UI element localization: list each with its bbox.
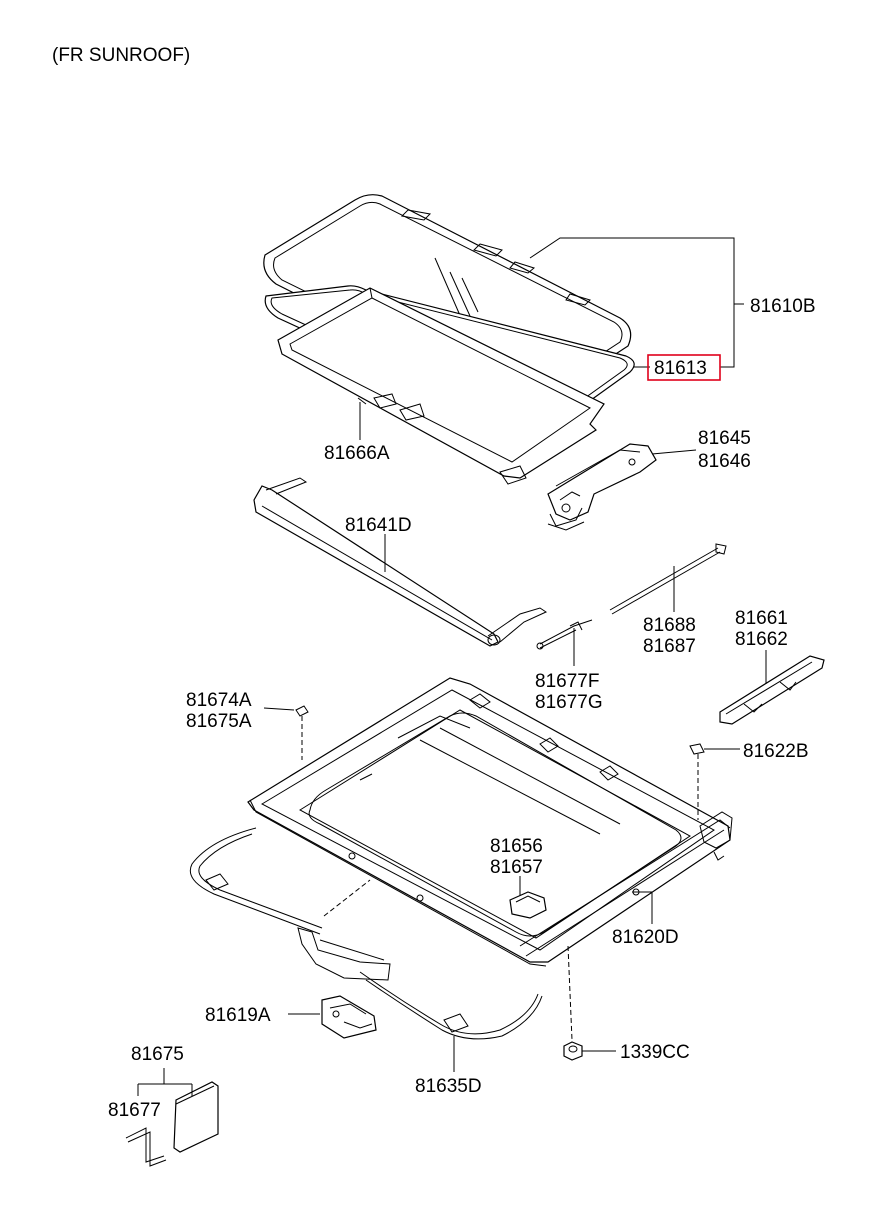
part-label-81675[interactable]: 81675 — [131, 1044, 184, 1065]
part-label-81677[interactable]: 81677 — [108, 1100, 161, 1121]
leader-81674A — [263, 707, 295, 711]
part-label-81620D[interactable]: 81620D — [612, 927, 679, 948]
deflector-drawing — [253, 477, 548, 647]
diagram-title: (FR SUNROOF) — [52, 45, 190, 66]
nut-drawing — [563, 945, 583, 1061]
part-label-81613[interactable]: 81613 — [654, 358, 707, 379]
part-label-81619A[interactable]: 81619A — [205, 1005, 271, 1026]
part-label-81666A[interactable]: 81666A — [324, 443, 390, 464]
sunroof-frame-drawing — [247, 677, 733, 967]
bracket-drawing — [509, 891, 547, 919]
part-label-81661[interactable]: 81661 — [735, 608, 788, 629]
selected-part-highlight — [647, 354, 721, 381]
part-label-81687[interactable]: 81687 — [643, 636, 696, 657]
part-label-81677G[interactable]: 81677G — [535, 692, 603, 713]
part-label-81674A[interactable]: 81674A — [186, 690, 252, 711]
drive-cable-drawing — [536, 543, 727, 650]
leader-81645 — [651, 449, 697, 455]
part-label-81662[interactable]: 81662 — [735, 629, 788, 650]
part-label-1339CC[interactable]: 1339CC — [620, 1042, 690, 1063]
sunshade-frame-drawing — [277, 287, 605, 485]
part-label-81657[interactable]: 81657 — [490, 857, 543, 878]
hinge-drawing — [547, 443, 657, 531]
screw-81674A-drawing — [295, 705, 309, 760]
clip-pad-drawing — [125, 1081, 219, 1167]
part-label-81635D[interactable]: 81635D — [415, 1076, 482, 1097]
part-label-81688[interactable]: 81688 — [643, 615, 696, 636]
leader-81610B — [529, 237, 735, 368]
part-label-81622B[interactable]: 81622B — [743, 741, 809, 762]
part-label-81645[interactable]: 81645 — [698, 428, 751, 449]
part-label-81656[interactable]: 81656 — [490, 836, 543, 857]
guide-rail-drawing — [719, 655, 825, 725]
part-label-81610B[interactable]: 81610B — [750, 296, 816, 317]
part-label-81675A[interactable]: 81675A — [186, 711, 252, 732]
screw-81622B-drawing — [689, 743, 705, 820]
part-label-81646[interactable]: 81646 — [698, 451, 751, 472]
motor-drawing — [321, 995, 377, 1039]
part-label-81641D[interactable]: 81641D — [345, 515, 412, 536]
part-label-81677F[interactable]: 81677F — [535, 671, 599, 692]
drain-hose-drawing — [189, 827, 543, 1040]
